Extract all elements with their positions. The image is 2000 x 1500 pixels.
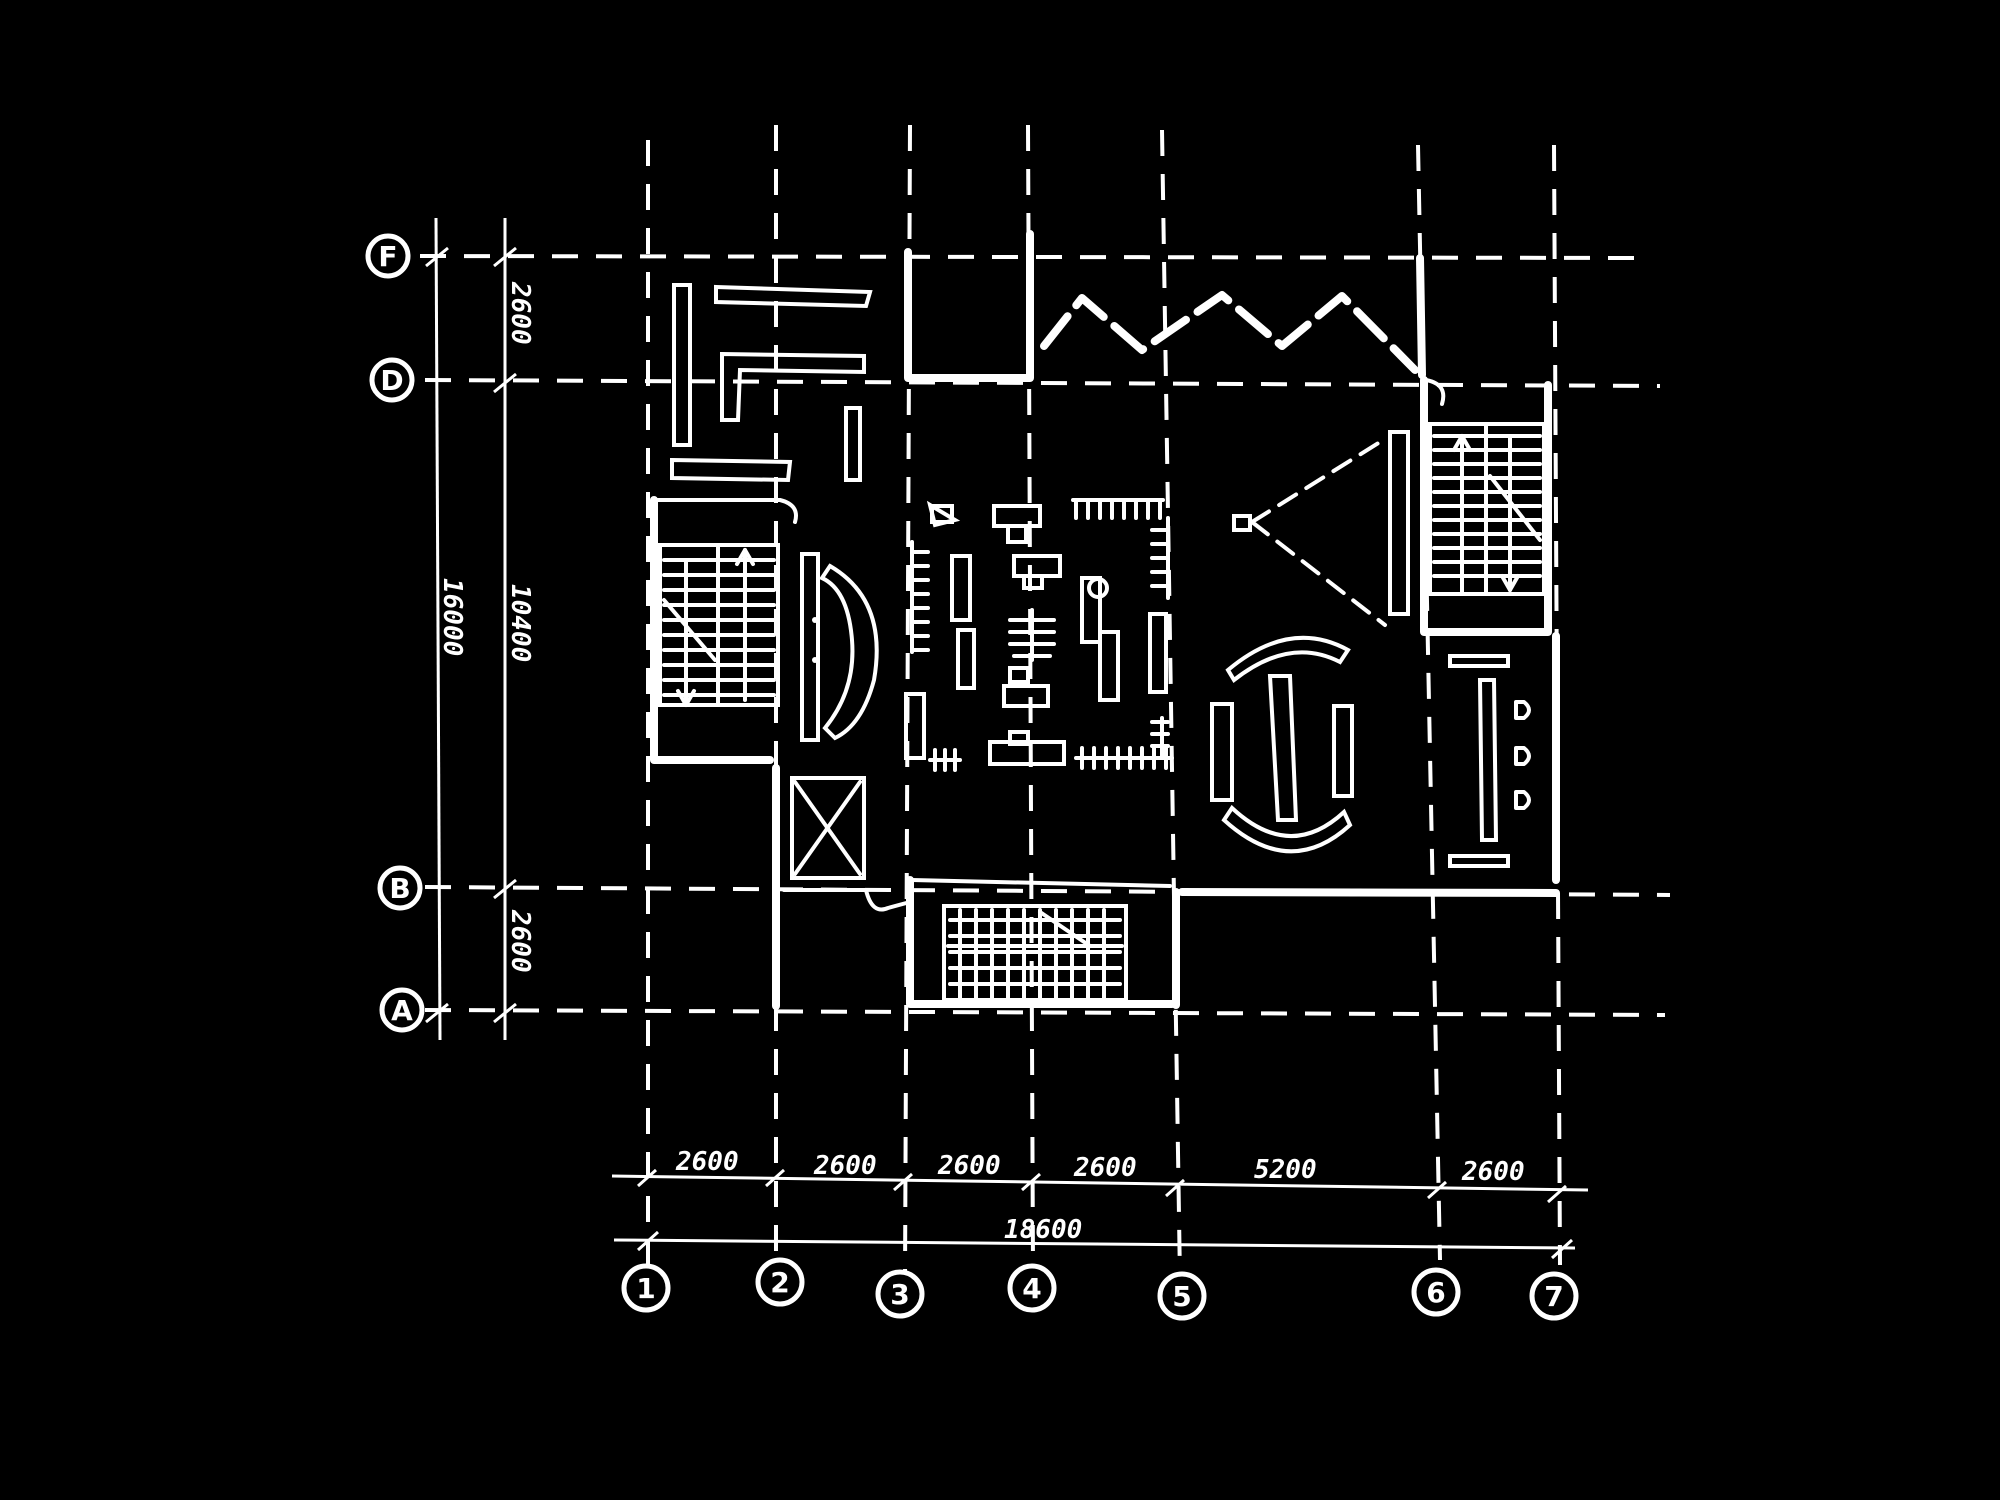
row-dimension-1: 2600 [505,281,535,345]
svg-text:7: 7 [1544,1280,1563,1313]
north-walls [904,230,1426,382]
axis-bubble-col-7: 7 [1529,1271,1579,1321]
left-stair [650,496,798,764]
axis-bubble-row-D: D [369,357,415,403]
svg-text:2: 2 [770,1266,789,1299]
axis-bubble-col-5: 5 [1157,1271,1207,1321]
grid-line-col-7 [1552,144,1562,1266]
svg-text:4: 4 [1022,1272,1041,1305]
axis-bubble-col-4: 4 [1007,1263,1057,1313]
axis-bubble-col-6: 6 [1411,1267,1461,1317]
grid-line-col-5 [1160,129,1182,1281]
column-dimension-2: 2600 [813,1151,877,1181]
row-axis-bubbles: F D B A [365,233,425,1033]
row-dimension-2: 10400 [505,584,535,662]
column-dimension-total: 18600 [1004,1215,1082,1245]
right-room [1448,632,1560,884]
column-dimension-labels: 2600 2600 2600 2600 5200 2600 18600 [675,1147,1525,1245]
left-furniture [670,283,879,742]
axis-bubble-row-B: B [377,865,423,911]
central-reading-area [904,498,1174,772]
axis-bubble-row-A: A [379,987,425,1033]
grid-line-row-A [424,1008,1666,1017]
svg-text:5: 5 [1172,1280,1191,1313]
svg-text:A: A [391,994,413,1027]
axis-bubble-row-F: F [365,233,411,279]
south-walls [906,876,1560,1009]
axis-bubble-col-3: 3 [875,1269,925,1319]
lounge-area [1210,430,1410,854]
svg-text:1: 1 [636,1272,655,1305]
svg-text:6: 6 [1426,1276,1445,1309]
row-dimension-total: 16000 [437,578,467,656]
column-dimension-5: 5200 [1254,1155,1317,1185]
elevator-shaft [772,764,912,1010]
svg-text:D: D [380,364,403,397]
column-dimension-3: 2600 [937,1151,1001,1181]
column-axis-bubbles: 1 2 3 4 5 6 7 [621,1257,1579,1321]
svg-text:3: 3 [890,1278,909,1311]
axis-bubble-col-2: 2 [755,1257,805,1307]
grid-line-row-F [419,254,1641,260]
svg-text:F: F [378,240,397,273]
axis-bubble-col-1: 1 [621,1263,671,1313]
column-dimension-1: 2600 [675,1147,739,1177]
row-dimension-3: 2600 [505,909,535,973]
svg-text:B: B [389,872,410,905]
grid-line-row-D [424,378,1661,388]
column-dimension-6: 2600 [1461,1157,1525,1187]
row-dimension-labels: 2600 10400 2600 16000 [437,281,535,973]
dimension-lines [425,217,1589,1260]
column-dimension-4: 2600 [1073,1153,1137,1183]
right-stair [1420,376,1552,636]
